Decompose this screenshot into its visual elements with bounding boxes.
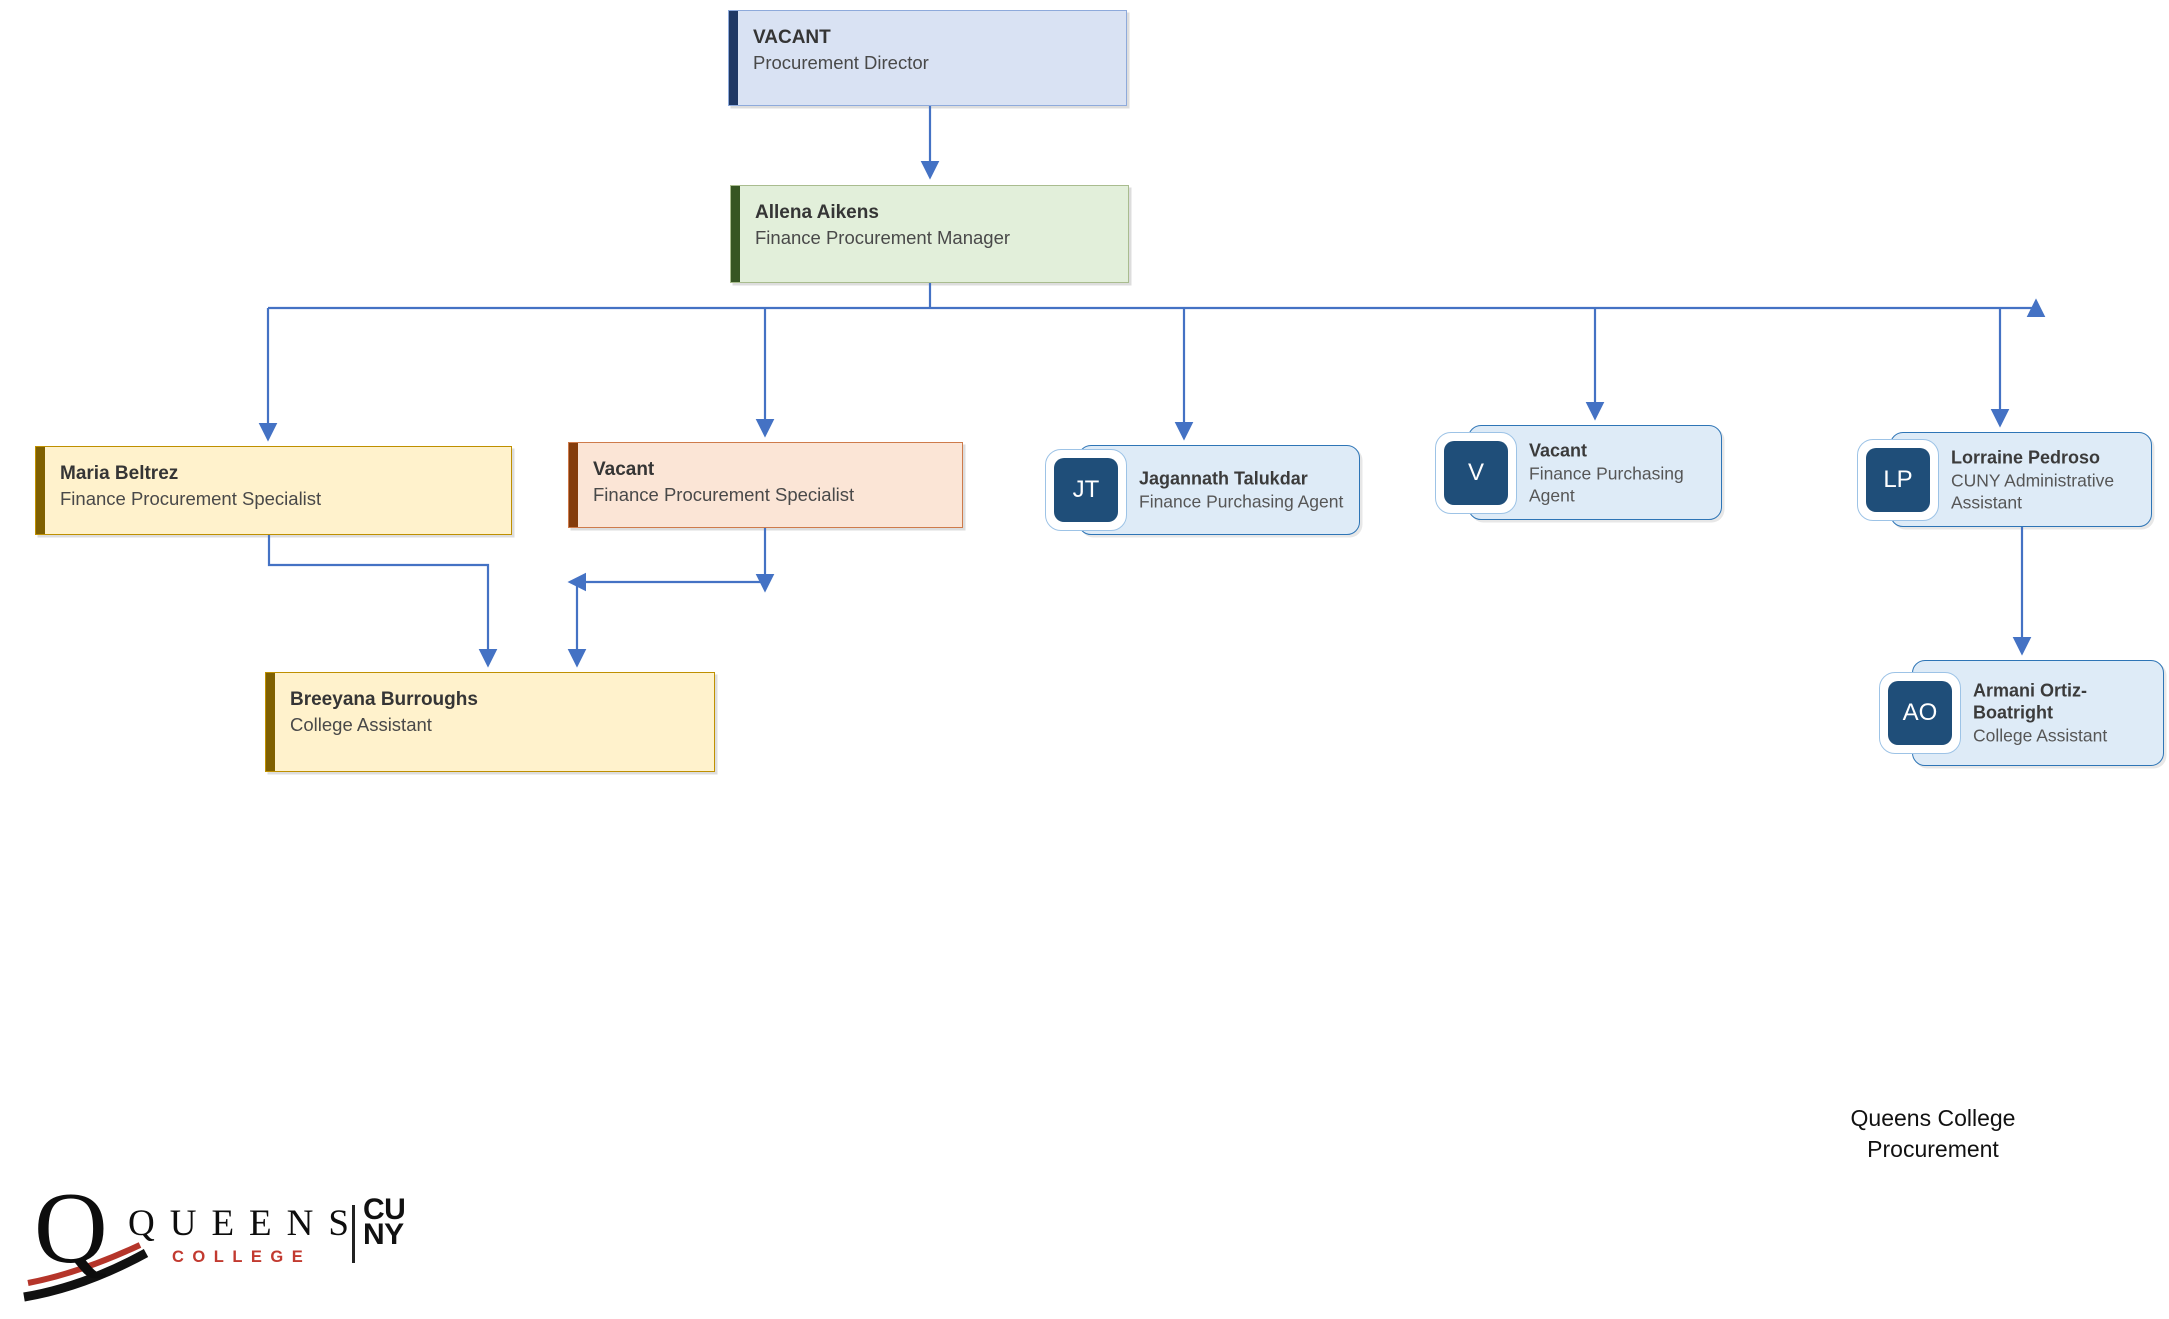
- person-role: CUNY Administrative Assistant: [1951, 470, 2115, 512]
- logo-divider: [352, 1205, 355, 1263]
- person-role: Finance Procurement Manager: [755, 227, 1011, 248]
- avatar: AO: [1879, 672, 1961, 754]
- avatar-initials: JT: [1054, 458, 1118, 522]
- queens-college-logo: Q QUEENS COLLEGE CU NY: [22, 1174, 432, 1308]
- org-node-armani-ortiz-boatright: AO Armani Ortiz-Boatright College Assist…: [1879, 660, 2164, 766]
- cuny-logo: CU NY: [363, 1193, 406, 1251]
- org-node-maria-beltrez: Maria Beltrez Finance Procurement Specia…: [35, 446, 512, 535]
- cuny-cu-text: CU: [363, 1193, 406, 1226]
- org-node-vacant-specialist: Vacant Finance Procurement Specialist: [568, 442, 963, 528]
- person-role: Procurement Director: [753, 52, 929, 73]
- org-node-procurement-director: VACANT Procurement Director: [728, 10, 1127, 106]
- logo-queens-text: QUEENS: [128, 1203, 364, 1244]
- person-name: VACANT: [753, 27, 831, 48]
- avatar-initials: AO: [1888, 681, 1952, 745]
- person-role: Finance Purchasing Agent: [1529, 463, 1684, 505]
- person-role: College Assistant: [290, 714, 432, 735]
- person-name: Breeyana Burroughs: [290, 689, 478, 710]
- person-name: Maria Beltrez: [60, 463, 179, 484]
- avatar: JT: [1045, 449, 1127, 531]
- org-node-vacant-agent: V Vacant Finance Purchasing Agent: [1435, 425, 1722, 520]
- person-name: Lorraine Pedroso: [1951, 447, 2101, 467]
- org-node-lorraine-pedroso: LP Lorraine Pedroso CUNY Administrative …: [1857, 432, 2152, 527]
- cuny-ny-text: NY: [363, 1218, 404, 1251]
- logo-college-text: COLLEGE: [172, 1248, 312, 1266]
- person-role: Finance Procurement Specialist: [60, 488, 322, 509]
- person-name: Allena Aikens: [755, 202, 879, 223]
- person-name: Vacant: [1529, 440, 1588, 460]
- person-name: Jagannath Talukdar: [1139, 468, 1308, 489]
- person-name: Armani Ortiz-Boatright: [1973, 680, 2088, 723]
- caption-line-2: Procurement: [1867, 1136, 1999, 1162]
- logo-swoosh-icon: [23, 1242, 149, 1302]
- org-node-finance-procurement-manager: Allena Aikens Finance Procurement Manage…: [730, 185, 1129, 283]
- avatar-initials: LP: [1866, 447, 1930, 512]
- org-node-breeyana-burroughs: Breeyana Burroughs College Assistant: [265, 672, 715, 772]
- avatar-initials: V: [1444, 440, 1508, 505]
- logo-q-letter: Q: [34, 1172, 108, 1285]
- avatar: LP: [1857, 438, 1939, 521]
- person-role: Finance Purchasing Agent: [1139, 491, 1344, 512]
- org-node-jagannath-talukdar: JT Jagannath Talukdar Finance Purchasing…: [1045, 445, 1360, 535]
- avatar: V: [1435, 431, 1517, 514]
- person-name: Vacant: [593, 459, 655, 480]
- diagram-caption: Queens College Procurement: [1807, 1103, 2059, 1165]
- person-role: Finance Procurement Specialist: [593, 484, 855, 505]
- caption-line-1: Queens College: [1850, 1105, 2016, 1131]
- person-role: College Assistant: [1973, 725, 2108, 746]
